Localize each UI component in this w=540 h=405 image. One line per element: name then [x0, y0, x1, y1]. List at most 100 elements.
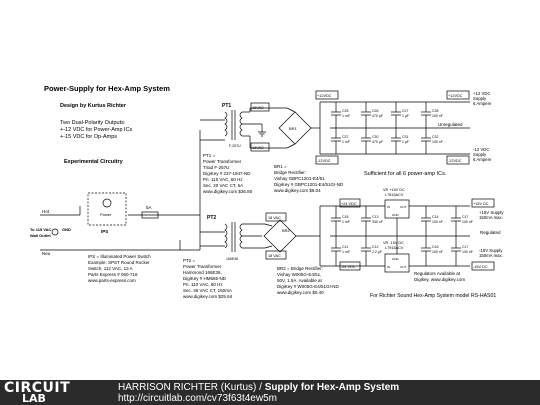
cap-c28-val: 100 nF	[432, 114, 443, 118]
author-name[interactable]: HARRISON RICHTER (Kurtus)	[118, 382, 257, 393]
cap-c30: C30	[372, 135, 378, 139]
pt2-desc-6: www.digikey.com $25.64	[183, 294, 233, 299]
pt2-part: 166E36	[226, 257, 238, 261]
supply-n15-line1: -15V Supply	[479, 248, 503, 253]
pt2-desc-1: Power Transformer	[183, 264, 222, 269]
pt1-part: F-257U	[229, 144, 241, 148]
ips-desc-4: www.parts-express.com	[88, 278, 136, 283]
vac-label-d: 18 VAC	[268, 254, 281, 258]
power-switch-icon	[102, 198, 112, 208]
supply-p12-line3: 6 Ampere	[473, 101, 492, 106]
cap-c25-val: 1 mF	[342, 114, 350, 118]
cap-c16: C16	[432, 245, 438, 249]
cap-c32-val: 100 nF	[432, 140, 443, 144]
regulators-note-1: Digikey. www.digikey.com	[414, 277, 465, 282]
supply-p12-line1: +12 VDC	[473, 91, 491, 96]
vac-label-c: 18 VAC	[268, 216, 281, 220]
cap-c37-val: 1 mF	[342, 140, 350, 144]
cap-c25: C25	[342, 109, 348, 113]
br2-desc-1: Vishay W005G-E4/51,	[277, 272, 321, 277]
br1-desc-4: www.digikey.com $6.04	[274, 188, 321, 193]
pt2-desc-2: Hammond 166E36,	[183, 270, 222, 275]
outputs-heading: Two Dual-Polarity Outputs:	[60, 120, 126, 126]
ips-desc-1: Example: SPST Round Rocker	[88, 260, 150, 265]
regulated-label: Regulated	[480, 230, 501, 235]
schematic-canvas: Power-Supply for Hex-Amp System Design b…	[30, 84, 505, 299]
cap-c30-val: 470 µF	[372, 140, 383, 144]
cap-c26: C26	[372, 109, 378, 113]
logo-top-text: CIRCUIT	[4, 380, 71, 396]
pt1-desc-6: www.digikey.com $36.80	[203, 189, 253, 194]
cap-c12: C12	[372, 245, 378, 249]
br1-desc-3: DigiKey # GBPC1201-E4/51GI-ND	[274, 182, 344, 187]
outlet-label-1: To 115 VAC	[30, 227, 52, 232]
footer-bar: CIRCUIT LAB HARRISON RICHTER (Kurtus) / …	[0, 380, 540, 405]
ground-icon	[258, 128, 266, 137]
model-note: For Richter Sound Hex-Amp System model R…	[370, 293, 496, 299]
pt1-desc-4: Pri. 115 VAC, 60 Hz	[203, 177, 243, 182]
vr-n15-in: IN	[387, 265, 390, 269]
br2-desc-4: www.digikey.com $0.40	[277, 290, 324, 295]
vr-p15-gnd: GND	[392, 213, 400, 217]
pt2-label: PT2	[207, 215, 216, 221]
vr-n15-line2: L7915ACV	[385, 246, 404, 250]
sufficient-note: Sufficient for all 6 power-amp ICs.	[364, 171, 447, 177]
schematic-diagram: Power-Supply for Hex-Amp System Design b…	[30, 84, 504, 299]
outputs-line-2: +-15 VDC for Op-Amps	[60, 134, 117, 140]
br2-desc-0: BR2 = Bridge Rectifier:	[277, 266, 323, 271]
circuit-title: HARRISON RICHTER (Kurtus) / Supply for H…	[118, 382, 399, 393]
vr-p15-out: OUT	[400, 205, 407, 209]
ips-desc-3: Parts Express # 060-716	[88, 272, 138, 277]
rail-p12-left: +12VDC	[317, 94, 332, 98]
cap-c31: C31	[402, 135, 408, 139]
br1-desc-2: Vishay GBPC1201-E4/51	[274, 176, 325, 181]
supply-n12-line1: -12 VDC	[473, 147, 489, 152]
br2-desc-2: 50V, 1.5A. Available at	[277, 278, 323, 283]
pt2-desc-5: Sec. 36 VAC CT, 150mA	[183, 288, 232, 293]
regulators-note-0: Regulators Available at	[414, 271, 461, 276]
circuit-name[interactable]: Supply for Hex-Amp System	[264, 382, 400, 393]
cap-c17b: C17	[462, 245, 468, 249]
supply-n15-line2: 150mA max.	[479, 253, 503, 258]
supply-n12-line2: Supply	[473, 152, 487, 157]
cap-c27: C27	[402, 109, 408, 113]
vr-n15-gnd: GND	[392, 257, 400, 261]
ips-desc-2: Switch, 112 VAC, 13 A	[88, 266, 133, 271]
vr-n15-out: OUT	[400, 265, 407, 269]
cap-c12-val: 2.2 µF	[372, 250, 382, 254]
br1-label: BR1	[289, 126, 298, 131]
cap-c13-val: 330 nF	[372, 220, 383, 224]
circuitlab-logo[interactable]: CIRCUIT LAB	[4, 381, 70, 404]
rail-n12-right: -12VDC	[448, 159, 462, 163]
rail-n24: -24 VDC	[341, 265, 356, 269]
vr-p15-line2: L7815ACV	[385, 193, 404, 197]
pt1-desc-0: PT1 =	[203, 153, 216, 158]
pt2-desc-0: PT2 =	[183, 258, 196, 263]
cap-c37: C37	[342, 135, 348, 139]
pt1-desc-1: Power Transformer	[203, 159, 242, 164]
hot-label: Hot	[42, 209, 50, 214]
rail-p15: +15V DC	[473, 202, 489, 206]
gnd-label: GND	[62, 227, 71, 232]
cap-c18-val: 1 mF	[342, 220, 350, 224]
cap-c14: C14	[432, 215, 438, 219]
switch-label: Power	[100, 212, 112, 217]
cap-c31-val: 1 µF	[402, 140, 409, 144]
outlet-icon	[51, 228, 59, 236]
vr-p15-in: IN	[387, 205, 390, 209]
cap-c14-val: 100 nF	[432, 220, 443, 224]
ips-desc-0: IPS = Illuminated Power Switch	[88, 254, 151, 259]
cap-c11-val: 1 mF	[342, 250, 350, 254]
rail-n12-left: -12VDC	[317, 159, 331, 163]
circuit-url[interactable]: http://circuitlab.com/cv73f63t4ew5m	[118, 393, 277, 404]
br1-desc-1: Bridge Rectifier:	[274, 170, 306, 175]
title-separator: /	[256, 382, 265, 393]
br1-desc-0: BR1 =	[274, 164, 287, 169]
cap-c28: C28	[432, 109, 438, 113]
diagram-title: Power-Supply for Hex-Amp System	[44, 84, 170, 93]
vr-p15-line1: VR +15V DC	[383, 188, 405, 192]
cap-c17b-val: 100 nF	[462, 250, 473, 254]
outlet-label-2: Wall Outlet	[30, 233, 51, 238]
outputs-line-1: +-12 VDC for Power-Amp ICs	[60, 127, 133, 133]
fuse-label: 5A	[146, 205, 152, 210]
